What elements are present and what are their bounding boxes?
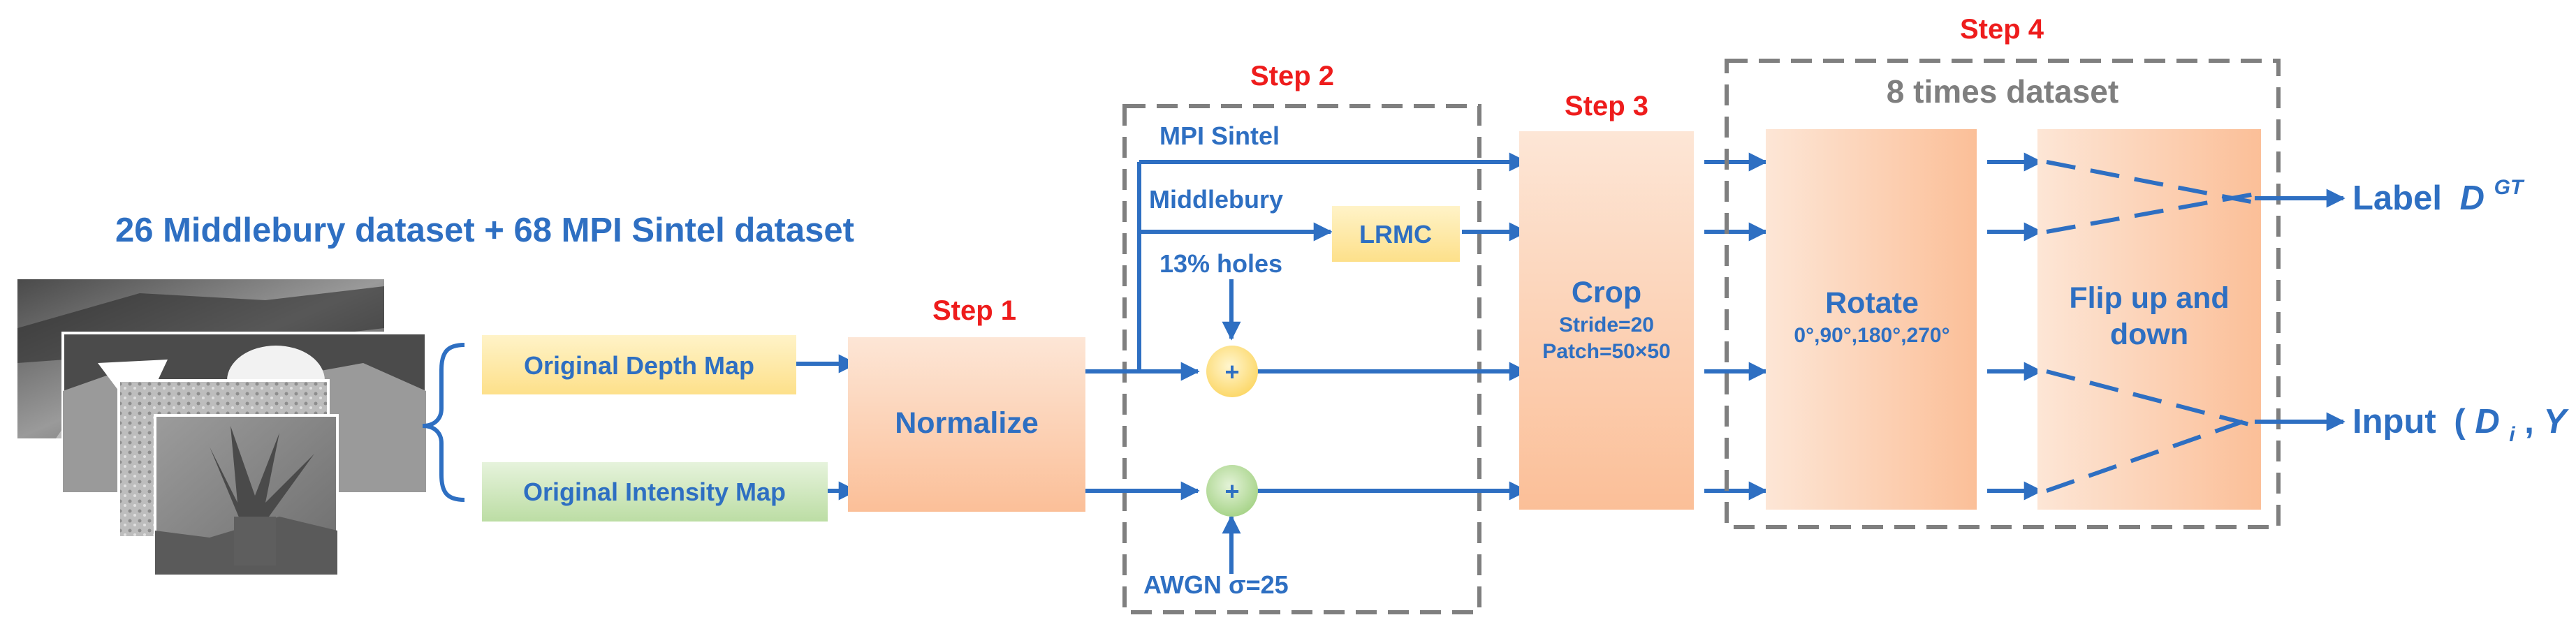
lrmc-label: LRMC xyxy=(1359,220,1432,249)
add-noise-node xyxy=(1206,465,1258,517)
input-y: Y xyxy=(2544,403,2570,441)
flip-box xyxy=(2037,129,2261,510)
stride-label: Stride=20 xyxy=(1559,313,1654,337)
rotate-box xyxy=(1766,129,1977,510)
holes-label: 13% holes xyxy=(1159,249,1282,278)
middlebury-label: Middlebury xyxy=(1149,185,1283,214)
flip-crossing-lines xyxy=(2046,160,2255,493)
step2-branch-lines xyxy=(1085,152,1528,574)
step2-dashed-box xyxy=(1122,104,1481,614)
input-open-paren: ( xyxy=(2454,403,2466,441)
input-d: D xyxy=(2475,403,2499,441)
sample-images-stack xyxy=(17,279,427,576)
intensity-map-box xyxy=(482,462,828,522)
lrmc-box xyxy=(1332,206,1460,262)
label-superscript: GT xyxy=(2494,176,2525,199)
crop-box xyxy=(1519,131,1694,510)
step3-output-arrows xyxy=(1704,152,1768,501)
step1-label: Step 1 xyxy=(932,295,1016,326)
flip-label-line2: down xyxy=(2110,318,2188,351)
input-brace xyxy=(422,343,465,502)
eight-times-dataset-label: 8 times dataset xyxy=(1887,73,2118,110)
label-word: Label xyxy=(2352,179,2442,217)
label-output-text: Label D GT xyxy=(2352,176,2525,217)
depth-map-box xyxy=(482,335,796,394)
mpi-sintel-label: MPI Sintel xyxy=(1159,121,1280,150)
sample-image-plant-depth xyxy=(154,414,339,576)
intensity-map-label: Original Intensity Map xyxy=(523,478,786,506)
normalize-box xyxy=(848,337,1085,512)
angles-label: 0°,90°,180°,270° xyxy=(1794,324,1949,347)
input-d-sub: i xyxy=(2509,423,2515,446)
diagram-title: 26 Middlebury dataset + 68 MPI Sintel da… xyxy=(115,212,854,249)
rotate-output-arrows xyxy=(1987,152,2043,501)
step2-label: Step 2 xyxy=(1250,61,1334,91)
step3-label: Step 3 xyxy=(1565,91,1648,121)
add-noise-plus: + xyxy=(1224,477,1239,505)
flip-label-line1: Flip up and xyxy=(2069,281,2229,315)
input-word: Input xyxy=(2352,403,2436,441)
input-output-text: Input ( D i , Y i ) xyxy=(2352,403,2576,449)
crop-label: Crop xyxy=(1572,276,1641,309)
label-symbol: D xyxy=(2460,179,2484,217)
patch-label: Patch=50×50 xyxy=(1542,340,1670,363)
rotate-label: Rotate xyxy=(1825,286,1919,320)
depth-map-label: Original Depth Map xyxy=(524,351,754,380)
add-holes-node xyxy=(1206,346,1258,397)
normalize-label: Normalize xyxy=(895,406,1039,440)
add-holes-plus: + xyxy=(1224,357,1239,386)
input-comma: , xyxy=(2524,403,2534,441)
step4-label: Step 4 xyxy=(1960,14,2044,45)
step4-dashed-box xyxy=(1725,59,2281,529)
awgn-label: AWGN σ=25 xyxy=(1143,570,1289,599)
